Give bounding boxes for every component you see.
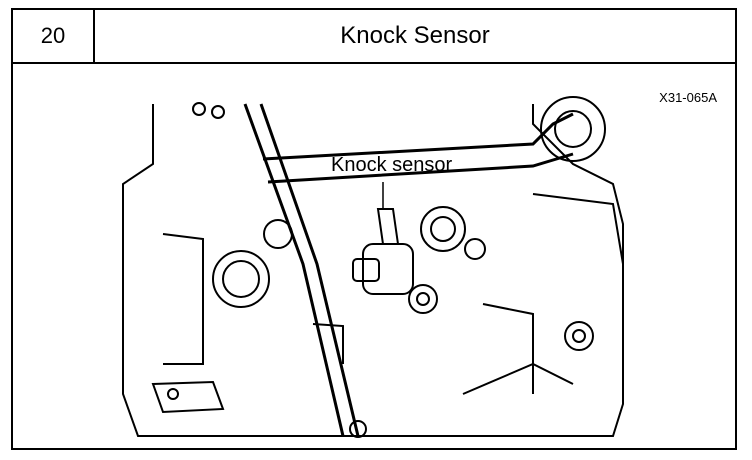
figure-id: X31-065A	[659, 90, 717, 105]
illustration-panel: X31-065A Knock sensor	[13, 64, 735, 448]
procedure-step-frame: 20 Knock Sensor	[11, 8, 737, 450]
step-title: Knock Sensor	[340, 22, 490, 49]
engine-block-line-drawing	[122, 96, 624, 438]
step-number: 20	[13, 10, 95, 62]
callout-label-knock-sensor: Knock sensor	[331, 154, 453, 176]
step-header: 20 Knock Sensor	[13, 10, 735, 64]
